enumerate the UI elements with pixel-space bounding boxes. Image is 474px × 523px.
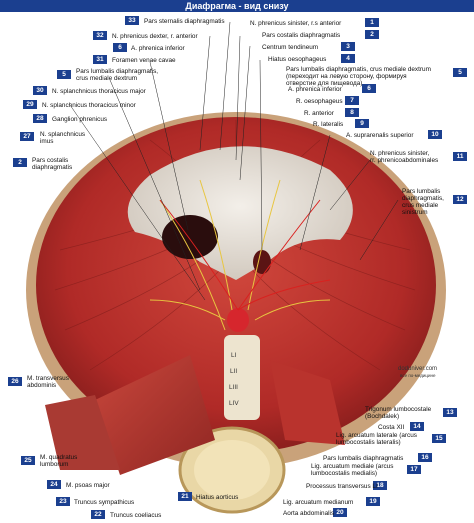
label-number: 5	[57, 70, 71, 79]
label-number: 28	[33, 114, 47, 123]
label-text: Pars costalis diaphragmatis	[32, 157, 73, 171]
label-number: 24	[47, 480, 61, 489]
label-text: N. splanchnicus imus	[40, 131, 86, 145]
label-number: 26	[8, 377, 22, 386]
label-number: 10	[428, 130, 442, 139]
m-quadratus-lumborum	[45, 395, 120, 470]
label-number: 6	[362, 84, 376, 93]
label-number: 5	[453, 68, 467, 77]
label-number: 2	[365, 30, 379, 39]
page-title: Диафрагма - вид снизу	[0, 0, 474, 12]
label-number: 21	[178, 492, 192, 501]
label-number: 22	[91, 510, 105, 519]
label-number: 3	[341, 42, 355, 51]
label-text: N. phrenicus sinister, r.s anterior	[250, 20, 342, 27]
vertebra-label-li: LI	[231, 352, 237, 359]
vertebral-column	[224, 335, 260, 420]
label-number: 9	[355, 119, 369, 128]
label-number: 31	[93, 55, 107, 64]
label-number: 14	[410, 422, 424, 431]
label-text: Centrum tendineum	[262, 44, 319, 51]
label-number: 6	[113, 43, 127, 52]
label-text: Lig. arcuatum mediale (arcus lumbocostal…	[311, 463, 394, 477]
label-text: A. phrenica inferior	[288, 86, 342, 93]
label-text: Hiatus oesophageus	[268, 56, 327, 63]
label-number: 32	[93, 31, 107, 40]
label-text: Hiatus aorticus	[196, 494, 239, 501]
label-text: N. splanchnicus thoracicus minor	[42, 102, 136, 109]
label-number: 11	[453, 152, 467, 161]
label-text: Processus transversus LI	[306, 483, 378, 490]
label-number: 27	[20, 132, 34, 141]
label-text: Pars lumbalis diaphragmatis	[323, 455, 404, 462]
watermark-site: doduniver.com	[398, 366, 438, 372]
label-text: Pars sternalis diaphragmatis	[144, 18, 225, 25]
label-text: M. quadratus lumborum	[40, 454, 78, 468]
label-number: 25	[21, 456, 35, 465]
label-text: Trigonum lumbocostale (Bochdalek)	[365, 406, 432, 420]
label-text: Pars lumbalis diaphragmatis, crus medial…	[402, 188, 444, 216]
label-text: R. anterior	[304, 110, 334, 117]
label-number: 12	[453, 195, 467, 204]
label-text: N. phrenicus sinister, rr. phrenicoabdom…	[370, 150, 439, 164]
label-text: Truncus sympathicus	[74, 499, 135, 506]
label-text: Pars costalis diaphragmatis	[262, 32, 341, 39]
foramen-venae-cavae	[162, 215, 218, 259]
label-number: 8	[345, 108, 359, 117]
label-text: Costa XII	[378, 424, 405, 431]
label-number: 18	[373, 481, 387, 490]
label-number: 2	[13, 158, 27, 167]
label-text: N. phrenicus dexter, r. anterior	[112, 33, 198, 40]
label-text: M. psoas major	[66, 482, 110, 489]
label-number: 4	[341, 54, 355, 63]
label-text: Lig. arcuatum medianum	[283, 499, 354, 506]
label-number: 17	[407, 465, 421, 474]
vertebra-label-liii: LIII	[229, 384, 238, 391]
label-number: 7	[345, 96, 359, 105]
watermark-tagline: все по-медицине	[400, 373, 436, 378]
label-number: 1	[365, 18, 379, 27]
label-number: 13	[443, 408, 457, 417]
label-number: 15	[432, 434, 446, 443]
hiatus-oesophageus	[253, 250, 271, 274]
m-psoas-major	[95, 355, 215, 475]
aorta	[227, 308, 249, 332]
label-text: Ganglion phrenicus	[52, 116, 108, 123]
label-text: Foramen venae cavae	[112, 57, 176, 64]
vertebra-label-liv: LIV	[229, 400, 239, 407]
vertebra-label-lii: LII	[230, 368, 238, 375]
label-number: 20	[333, 508, 347, 517]
label-number: 16	[418, 453, 432, 462]
label-number: 29	[23, 100, 37, 109]
label-number: 30	[33, 86, 47, 95]
label-number: 23	[56, 497, 70, 506]
label-number: 33	[125, 16, 139, 25]
label-number: 19	[366, 497, 380, 506]
label-text: N. splanchnicus thoracicus major	[52, 88, 146, 95]
label-text: R. oesophageus	[296, 98, 343, 105]
label-text: Lig. arcuatum laterale (arcus lumbocosta…	[336, 432, 417, 446]
label-text: M. transversus abdominis	[27, 375, 69, 389]
label-text: Truncus coeliacus	[110, 512, 162, 519]
label-text: A. suprarenalis superior	[346, 132, 414, 139]
label-text: R. lateralis	[313, 121, 344, 128]
m-psoas-major-right	[270, 360, 345, 445]
label-text: A. phrenica inferior	[131, 45, 185, 52]
label-text: Pars lumbalis diaphragmatis, crus medial…	[76, 68, 159, 82]
label-text: Aorta abdominalis	[283, 510, 335, 517]
label-text: Pars lumbalis diaphragmatis, crus medial…	[286, 66, 431, 87]
